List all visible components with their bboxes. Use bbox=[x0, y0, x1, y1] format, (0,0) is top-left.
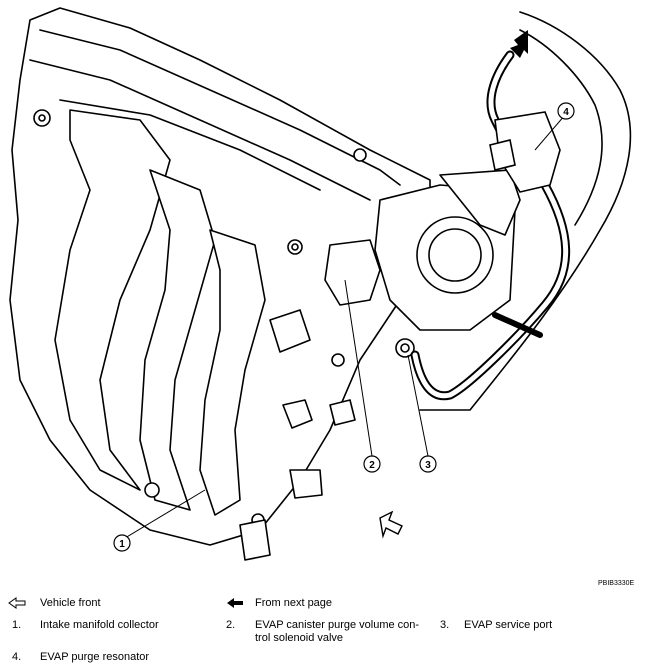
callout-circle-1 bbox=[113, 534, 131, 552]
leader-line-3 bbox=[407, 354, 429, 457]
leader-line-2 bbox=[344, 279, 373, 457]
legend-item-4-text: EVAP purge resonator bbox=[40, 651, 150, 663]
air-duct bbox=[519, 29, 603, 226]
throttle-bore bbox=[428, 228, 482, 282]
from-next-page-icon bbox=[227, 598, 243, 608]
vehicle-front-icon bbox=[8, 597, 26, 609]
legend-item-4-number: 4. bbox=[12, 651, 22, 663]
legend-vehicle-front: Vehicle front bbox=[40, 597, 101, 609]
legend-item-1-text: Intake manifold collector bbox=[40, 619, 159, 631]
bolt bbox=[331, 353, 345, 367]
manifold-top-rail bbox=[39, 29, 401, 186]
leader-line-4 bbox=[534, 114, 566, 151]
legend-item-1-number: 1. bbox=[12, 619, 22, 631]
legend-from-next-page: From next page bbox=[255, 597, 333, 609]
bolt bbox=[291, 243, 299, 251]
resonator-connector bbox=[489, 139, 516, 171]
legend-item-3-text: EVAP service port bbox=[464, 619, 553, 631]
callout-number-1: 1 bbox=[119, 539, 125, 550]
bolt bbox=[38, 114, 46, 122]
evap-purge-volume-control-solenoid-valve bbox=[324, 239, 381, 306]
legend-item-2-text: EVAP canister purge volume con-trol sole… bbox=[255, 619, 420, 644]
air-duct bbox=[419, 11, 632, 411]
evap-service-port bbox=[400, 343, 410, 353]
bolt bbox=[144, 482, 160, 498]
bracket bbox=[239, 519, 271, 561]
callout-number-4: 4 bbox=[563, 107, 569, 118]
callout-number-2: 2 bbox=[369, 460, 375, 471]
intake-runner bbox=[199, 229, 266, 516]
manifold-top-rail bbox=[59, 99, 321, 191]
hose-clamp bbox=[492, 312, 543, 338]
purge-hose bbox=[412, 182, 569, 399]
bracket bbox=[282, 399, 313, 429]
callout-circle-4 bbox=[557, 102, 575, 120]
bracket bbox=[329, 399, 356, 426]
from-next-page-arrow bbox=[510, 30, 528, 58]
legend-item-2-number: 2. bbox=[226, 619, 236, 631]
callout-circle-2 bbox=[363, 455, 381, 473]
solenoid-connector bbox=[269, 309, 311, 353]
bolt bbox=[353, 148, 367, 162]
callout-number-3: 3 bbox=[425, 460, 431, 471]
engine-diagram: 1 2 3 4 bbox=[9, 7, 632, 561]
callout-circle-3 bbox=[419, 455, 437, 473]
legend-item-3-number: 3. bbox=[440, 619, 450, 631]
manifold-top-rail bbox=[29, 59, 371, 201]
leader-line-1 bbox=[124, 489, 206, 539]
figure-code: PBIB3330E bbox=[598, 580, 635, 587]
bracket bbox=[289, 469, 323, 499]
vehicle-front-arrow bbox=[379, 510, 403, 539]
